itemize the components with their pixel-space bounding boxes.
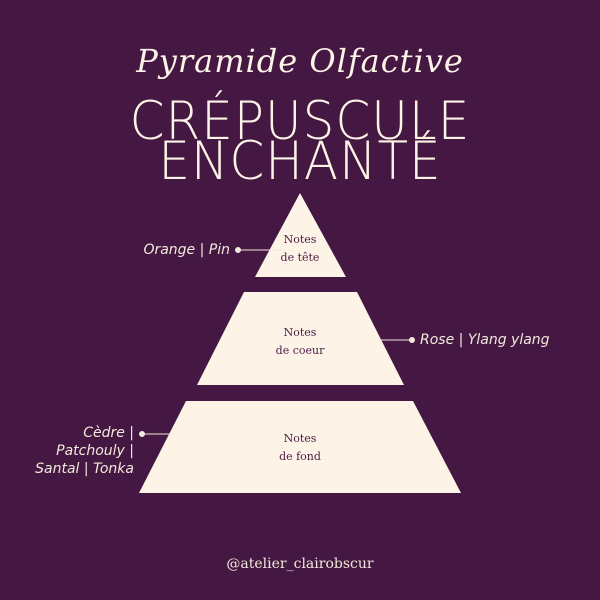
tier-base-line1: Notes [283, 432, 317, 445]
tier-top-line1: Notes [283, 233, 317, 246]
tier-top-label: Notes de tête [260, 231, 340, 267]
title-line-2: ENCHANTÉ [158, 130, 442, 192]
connector-top-dot [235, 247, 241, 253]
middle-notes: Rose | Ylang ylang [420, 332, 550, 348]
base-notes-line3: Santal | Tonka [35, 461, 134, 477]
tier-middle-label: Notes de coeur [250, 324, 350, 360]
connector-base-dot [139, 431, 145, 437]
base-notes: Cèdre | Patchouly | Santal | Tonka [35, 424, 134, 478]
top-notes: Orange | Pin [143, 242, 230, 258]
pyramid-middle-tier [197, 292, 404, 385]
pyramid-base-tier [139, 401, 461, 493]
tier-middle-line1: Notes [283, 326, 317, 339]
tier-top-line2: de tête [280, 251, 320, 264]
title-line-1: CRÉPUSCULE [129, 90, 471, 152]
tier-middle-line2: de coeur [275, 344, 325, 357]
connector-middle-dot [409, 337, 415, 343]
script-title: Pyramide Olfactive [136, 42, 464, 80]
tier-base-line2: de fond [279, 450, 321, 463]
pyramid-top-tier [255, 193, 346, 277]
tier-base-label: Notes de fond [250, 430, 350, 466]
base-notes-line2: Patchouly | [56, 443, 134, 459]
footer-handle: @atelier_clairobscur [226, 556, 374, 572]
base-notes-line1: Cèdre | [83, 425, 134, 441]
